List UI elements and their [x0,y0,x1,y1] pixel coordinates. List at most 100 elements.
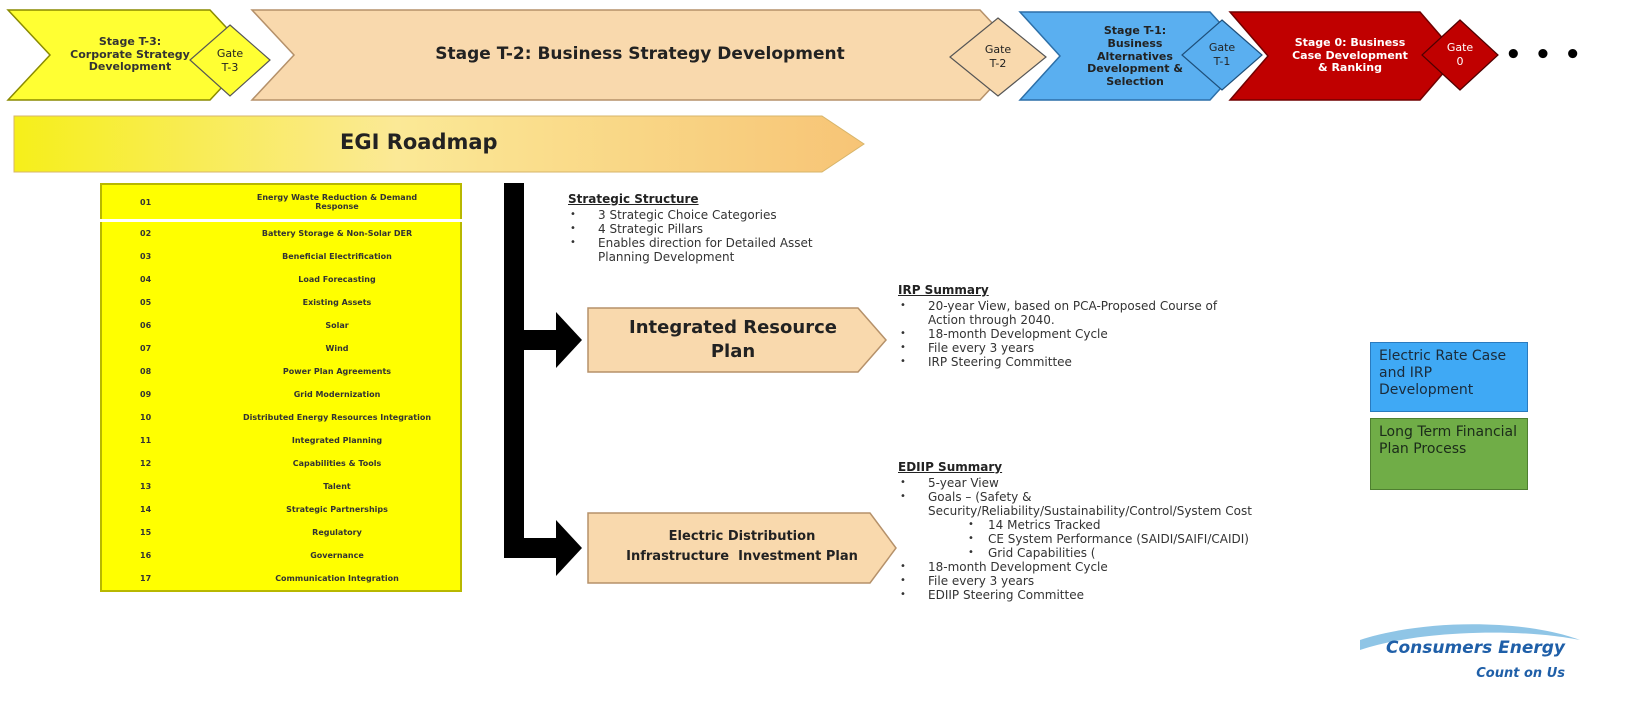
gate-id: T-2 [989,57,1007,70]
category-number: 16 [140,551,152,560]
category-name: Talent [323,482,351,491]
irp-summary-title: IRP Summary [898,283,989,297]
irp-plan-label: Integrated Resource Plan [592,316,874,364]
gate-diamond-t3 [189,24,271,97]
list-item: 4 Strategic Pillars [570,222,868,236]
category-name: Governance [310,551,364,560]
stage-chevron-0 [1228,11,1459,101]
ediip-plan-line: Electric Distribution [668,529,816,544]
category-number: 14 [140,505,152,514]
stage-label-t3: Stage T-3: Corporate Strategy Developmen… [70,35,190,74]
legend-electric-rate-case: Electric Rate Case and IRP Development [1370,342,1528,412]
gate-id: T-3 [221,61,239,74]
table-row: 06 Solar [101,314,461,337]
roadmap-banner [13,115,865,173]
category-number: 05 [140,298,152,307]
category-number: 11 [140,436,152,445]
continuation-dots: • • • [1505,40,1583,70]
category-name: Solar [325,321,349,330]
irp-plan-line: Integrated Resource [629,317,837,338]
ediip-summary-title: EDIIP Summary [898,460,1003,474]
category-name: Communication Integration [275,574,399,583]
table-row: 17 Communication Integration [101,567,461,591]
category-name: Strategic Partnerships [286,505,388,514]
ediip-summary-list-after: 18-month Development Cycle File every 3 … [898,560,1348,602]
table-row: 14 Strategic Partnerships [101,498,461,521]
category-number: 01 [101,184,214,222]
ediip-plan-shape [587,512,897,584]
category-number: 07 [140,344,152,353]
list-item: Goals – (Safety & Security/Reliability/S… [900,490,1328,518]
list-item: EDIIP Steering Committee [900,588,1348,602]
ediip-summary: EDIIP Summary 5-year View Goals – (Safet… [898,460,1348,602]
ediip-summary-list: 5-year View Goals – (Safety & Security/R… [898,476,1348,518]
gate-id: T-1 [1213,55,1231,68]
stage-chevron-t1 [1018,11,1252,101]
gate-word: Gate [1446,41,1474,55]
logo-tagline: Count on Us [1476,666,1565,681]
table-row: 05 Existing Assets [101,291,461,314]
category-name: Integrated Planning [291,436,383,445]
legend-financial-plan: Long Term Financial Plan Process [1370,418,1528,490]
category-number: 03 [140,252,152,261]
category-name: Grid Modernization [293,390,381,399]
logo-name: Consumers Energy [1385,638,1565,658]
category-number: 13 [140,482,152,491]
gate-diamond-0 [1421,19,1499,91]
ediip-summary-sublist: 14 Metrics Tracked CE System Performance… [898,518,1348,560]
category-name: Power Plan Agreements [282,367,392,376]
stage-label-0: Stage 0: Business Case Development & Ran… [1292,36,1408,75]
list-item: Grid Capabilities ( [968,546,1348,560]
category-name: Battery Storage & Non-Solar DER [261,229,413,238]
list-item: 5-year View [900,476,1348,490]
category-number: 04 [140,275,152,284]
category-name: Existing Assets [302,298,372,307]
list-item: CE System Performance (SAIDI/SAIFI/CAIDI… [968,532,1348,546]
category-number: 10 [140,413,152,422]
gate-diamond-t2 [949,17,1047,97]
gate-word: Gate [1208,41,1236,55]
connector-trunk [504,183,524,558]
gate-diamond-t1 [1181,19,1263,91]
category-name: Capabilities & Tools [292,459,382,468]
roadmap-label: EGI Roadmap [340,130,498,154]
irp-plan-shape [587,307,887,373]
connector-branch-irp [504,330,558,350]
stage-chevron-t3 [6,9,254,101]
table-row: 16 Governance [101,544,461,567]
list-item: File every 3 years [900,341,1228,355]
irp-summary: IRP Summary 20-year View, based on PCA-P… [898,283,1228,369]
logo-swoosh [1360,624,1580,650]
connector-branch-ediip [504,538,558,558]
stage-chevron-t2 [250,9,1024,101]
list-item: Enables direction for Detailed Asset Pla… [570,236,838,264]
connector-arrow-irp [556,312,582,368]
consumers-energy-logo: Consumers Energy Count on Us [1355,632,1595,692]
category-number: 09 [140,390,152,399]
category-number: 06 [140,321,152,330]
category-number: 15 [140,528,152,537]
irp-summary-list: 20-year View, based on PCA-Proposed Cour… [898,299,1228,369]
irp-plan-line: Plan [710,341,756,362]
table-row: 11 Integrated Planning [101,429,461,452]
strategic-structure: Strategic Structure 3 Strategic Choice C… [568,192,868,264]
list-item: File every 3 years [900,574,1348,588]
strategic-structure-title: Strategic Structure [568,192,699,206]
gate-word: Gate [216,47,244,61]
category-number: 17 [140,574,152,583]
list-item: 14 Metrics Tracked [968,518,1348,532]
category-name: Distributed Energy Resources Integration [242,413,432,422]
ediip-plan-label: Electric Distribution Infrastructure Inv… [592,527,892,567]
table-row: 13 Talent [101,475,461,498]
